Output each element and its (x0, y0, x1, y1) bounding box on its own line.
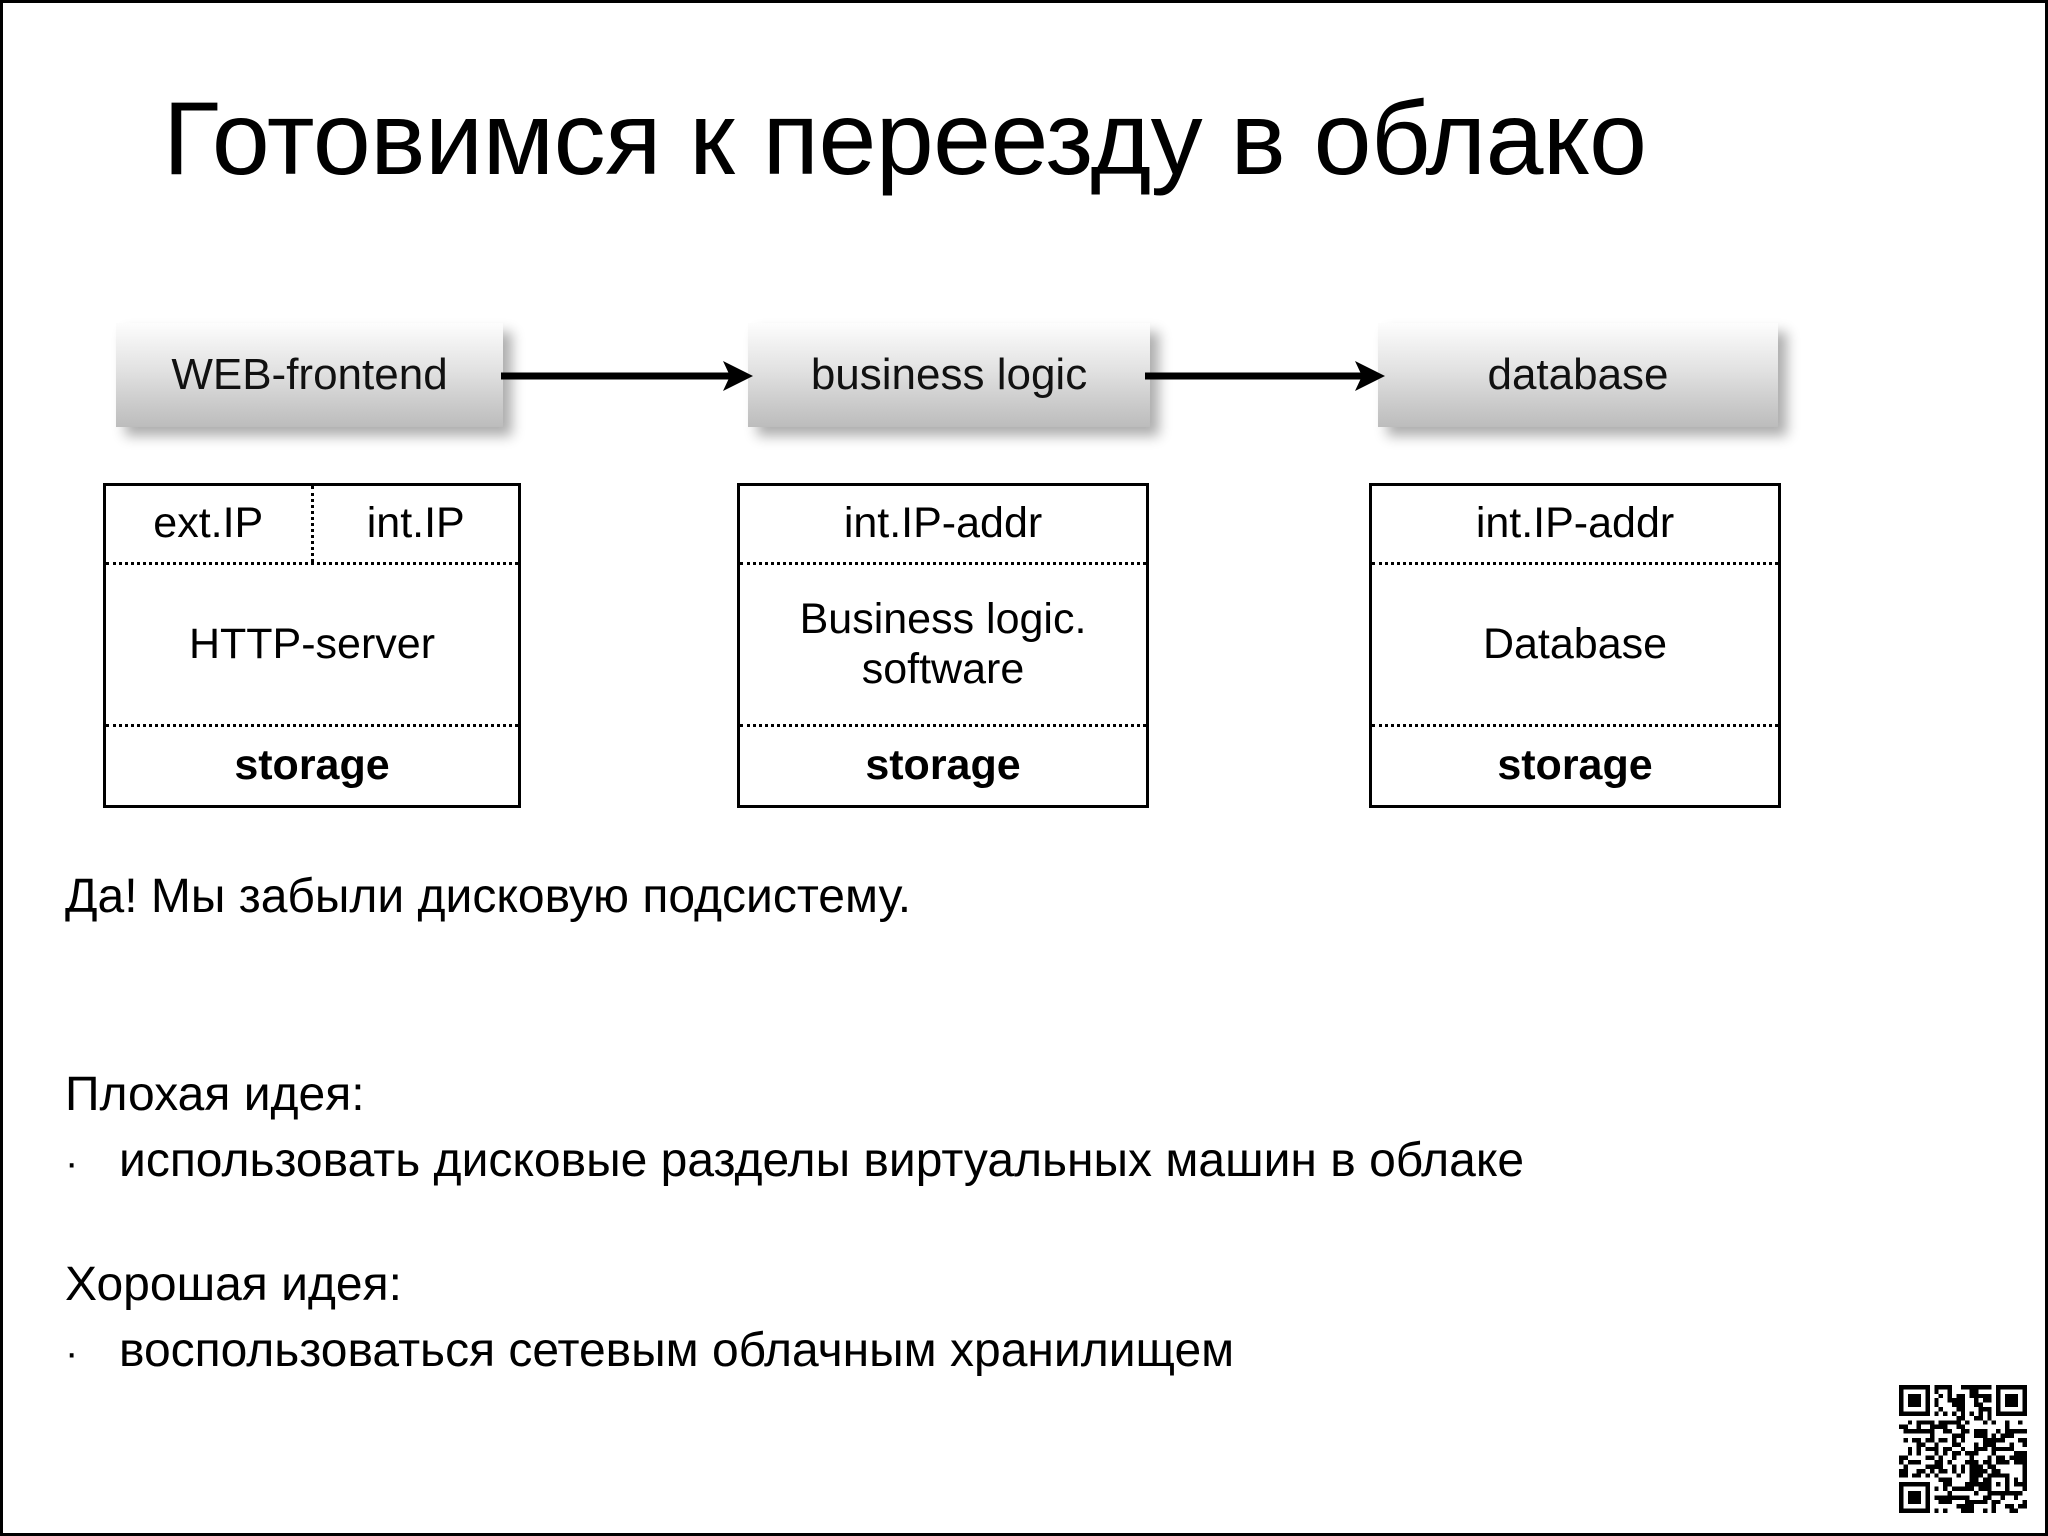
stack-row-application: HTTP-server (106, 565, 518, 727)
page-title: Готовимся к переезду в облако (163, 81, 1647, 197)
qr-code (1899, 1385, 2027, 1513)
stack-row-ip: int.IP-addr (1372, 486, 1778, 565)
stack-row-ip: ext.IP int.IP (106, 486, 518, 565)
bullet-icon: · (65, 1141, 79, 1185)
tier-box-web-frontend: WEB-frontend (116, 323, 503, 427)
stack-row-label: int.IP-addr (1475, 499, 1675, 548)
tier-box-database: database (1378, 323, 1778, 427)
bad-idea-bullet-text: использовать дисковые разделы виртуальны… (119, 1134, 1525, 1187)
tier-box-business-logic: business logic (748, 323, 1150, 427)
arrow-right-icon (1145, 361, 1385, 391)
stack-row-label: storage (1497, 741, 1653, 790)
stack-cell-int-ip: int.IP (314, 486, 519, 562)
stack-table-database: int.IP-addr Database storage (1369, 483, 1781, 808)
stack-row-label: storage (234, 741, 390, 790)
stack-cell-label: ext.IP (153, 499, 264, 548)
stack-row-label: storage (865, 741, 1021, 790)
stack-row-label: Database (1482, 619, 1668, 668)
stack-row-application: Business logic. software (740, 565, 1146, 727)
bad-idea-list-item: · использовать дисковые разделы виртуаль… (65, 1131, 1524, 1191)
bullet-icon: · (65, 1331, 79, 1375)
tier-box-label: business logic (810, 350, 1088, 399)
bad-idea-heading: Плохая идея: (65, 1068, 365, 1121)
good-idea-bullet-text: воспользоваться сетевым облачным хранили… (119, 1324, 1235, 1377)
tier-box-label: WEB-frontend (171, 350, 448, 399)
stack-row-ip: int.IP-addr (740, 486, 1146, 565)
stack-row-storage: storage (740, 727, 1146, 805)
good-idea-heading: Хорошая идея: (65, 1258, 402, 1311)
note-disk-subsystem: Да! Мы забыли дисковую подсистему. (65, 870, 912, 923)
stack-row-label: int.IP-addr (843, 499, 1043, 548)
stack-row-storage: storage (106, 727, 518, 805)
stack-row-label: HTTP-server (188, 619, 436, 668)
stack-row-label: Business logic. software (799, 595, 1087, 693)
stack-cell-ext-ip: ext.IP (106, 486, 314, 562)
stack-table-business-logic: int.IP-addr Business logic. software sto… (737, 483, 1149, 808)
tier-box-label: database (1487, 350, 1669, 399)
stack-cell-label: int.IP (366, 499, 465, 548)
stack-row-application: Database (1372, 565, 1778, 727)
good-idea-list-item: · воспользоваться сетевым облачным храни… (65, 1321, 1234, 1381)
stack-table-web-frontend: ext.IP int.IP HTTP-server storage (103, 483, 521, 808)
stack-row-storage: storage (1372, 727, 1778, 805)
arrow-right-icon (501, 361, 753, 391)
